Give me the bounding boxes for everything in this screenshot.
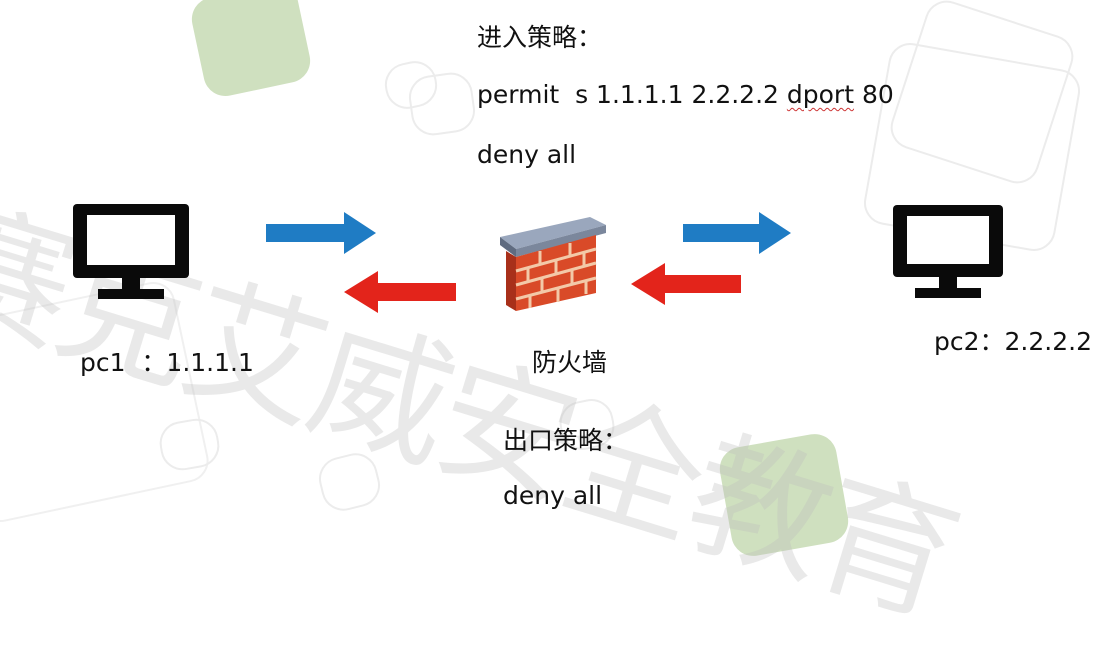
firewall-to-pc1-arrow <box>344 271 456 313</box>
firewall-to-pc2-arrow <box>683 212 791 254</box>
pc2-to-firewall-arrow <box>631 263 741 305</box>
pc1-to-firewall-arrow <box>266 212 376 254</box>
pc1-monitor-icon <box>73 204 189 299</box>
outbound-policy-rule-deny: deny all <box>503 481 603 510</box>
inbound-rule-keyword: dport <box>786 80 855 109</box>
inbound-policy-title: 进入策略： <box>477 23 603 52</box>
inbound-rule-prefix: permit s 1.1.1.1 2.2.2.2 <box>477 80 787 109</box>
background-decoration-square <box>716 430 852 560</box>
pc2-monitor-icon <box>893 205 1003 298</box>
background-decoration-square <box>314 448 385 516</box>
outbound-policy-title: 出口策略： <box>503 426 629 455</box>
pc2-label: pc2：2.2.2.2 <box>934 327 1092 356</box>
background-decoration-square <box>187 0 315 101</box>
inbound-policy-rule-deny: deny all <box>477 140 577 169</box>
background-decoration-square <box>0 277 213 527</box>
inbound-rule-suffix: 80 <box>854 80 894 109</box>
firewall-brick-wall-icon <box>500 217 606 311</box>
background-decoration-square <box>406 69 478 139</box>
inbound-policy-rule-permit: permit s 1.1.1.1 2.2.2.2 dport 80 <box>477 80 894 109</box>
firewall-label: 防火墙 <box>532 348 608 377</box>
pc1-label: pc1 ：1.1.1.1 <box>80 348 254 377</box>
